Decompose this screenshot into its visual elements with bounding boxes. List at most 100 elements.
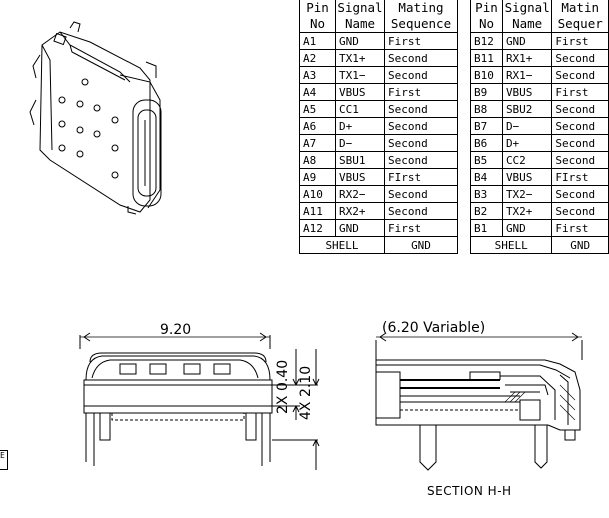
mating-sequence: FIrst: [551, 168, 609, 186]
signal-name: D+: [335, 117, 385, 135]
dimension-pitch-label: 2X 0.40: [275, 359, 291, 414]
header-no: No: [470, 16, 503, 33]
signal-name: SBU1: [335, 151, 385, 169]
table-header-row: No Name Sequer: [470, 16, 609, 33]
pin-no: A6: [299, 117, 336, 135]
dimension-length-label: (6.20 Variable): [382, 320, 486, 336]
signal-name: TX2−: [501, 185, 553, 203]
pin-no: B6: [470, 134, 503, 152]
signal-name: GND: [335, 32, 385, 50]
pin-no: B3: [470, 185, 503, 203]
edge-marker: E: [0, 450, 8, 470]
connector-front-view: [79, 332, 320, 470]
header-pin: Pin: [299, 0, 336, 16]
pin-no: A10: [299, 185, 336, 203]
table-footer-row: SHELL GND: [469, 236, 609, 254]
mating-sequence: Second: [551, 117, 609, 135]
pin-no: B9: [470, 83, 503, 101]
header-name: Name: [335, 16, 385, 33]
mating-sequence: Second: [384, 117, 458, 135]
mating-sequence: Second: [384, 202, 458, 220]
header-mating: Matin: [551, 0, 609, 16]
table-header-row: Pin Signal Matin: [470, 0, 609, 16]
signal-name: RX2−: [335, 185, 385, 203]
signal-name: SBU2: [501, 100, 553, 118]
pin-no: A12: [299, 219, 336, 237]
mating-sequence: Second: [551, 49, 609, 67]
header-pin: Pin: [470, 0, 503, 16]
mating-sequence: First: [551, 219, 609, 237]
mating-sequence: Second: [384, 66, 458, 84]
pin-no: B12: [470, 32, 503, 50]
pin-no: B5: [470, 151, 503, 169]
pin-no: A9: [299, 168, 336, 186]
mating-sequence: First: [551, 83, 609, 101]
shell-signal: GND: [551, 236, 609, 254]
pin-no: A4: [299, 83, 336, 101]
mating-sequence: FIrst: [384, 168, 458, 186]
dimension-height-label: 4X 2.10: [298, 365, 314, 420]
connector-section-view: [375, 332, 583, 471]
pin-no: A5: [299, 100, 336, 118]
pin-no: B8: [470, 100, 503, 118]
pin-no: A7: [299, 134, 336, 152]
signal-name: CC1: [335, 100, 385, 118]
mating-sequence: Second: [551, 134, 609, 152]
shell-label: SHELL: [299, 236, 385, 254]
signal-name: TX2+: [501, 202, 553, 220]
shell-signal: GND: [384, 236, 458, 254]
table-footer-row: SHELL GND: [299, 236, 458, 254]
mating-sequence: Second: [384, 100, 458, 118]
mating-sequence: First: [384, 83, 458, 101]
mating-sequence: First: [551, 32, 609, 50]
signal-name: VBUS: [335, 168, 385, 186]
pin-no: B7: [470, 117, 503, 135]
header-name: Name: [501, 16, 553, 33]
mating-sequence: Second: [384, 151, 458, 169]
mating-sequence: Second: [551, 185, 609, 203]
mating-sequence: Second: [551, 151, 609, 169]
connector-isometric-view: [29, 21, 162, 215]
table-header-row: Pin Signal Mating: [299, 0, 458, 16]
signal-name: GND: [335, 219, 385, 237]
signal-name: D−: [501, 117, 553, 135]
signal-name: VBUS: [501, 168, 553, 186]
mating-sequence: Second: [384, 185, 458, 203]
shell-label: SHELL: [469, 236, 553, 254]
pin-no: A11: [299, 202, 336, 220]
section-label: SECTION H-H: [427, 484, 512, 498]
signal-name: TX1+: [335, 49, 385, 67]
header-signal: Signal: [501, 0, 553, 16]
pin-no: A3: [299, 66, 336, 84]
mating-sequence: Second: [551, 202, 609, 220]
pin-no: B10: [470, 66, 503, 84]
signal-name: GND: [501, 219, 553, 237]
pin-no: A1: [299, 32, 336, 50]
mating-sequence: Second: [384, 49, 458, 67]
signal-name: D+: [501, 134, 553, 152]
signal-name: D−: [335, 134, 385, 152]
header-mating: Mating: [384, 0, 458, 16]
pin-no: A2: [299, 49, 336, 67]
